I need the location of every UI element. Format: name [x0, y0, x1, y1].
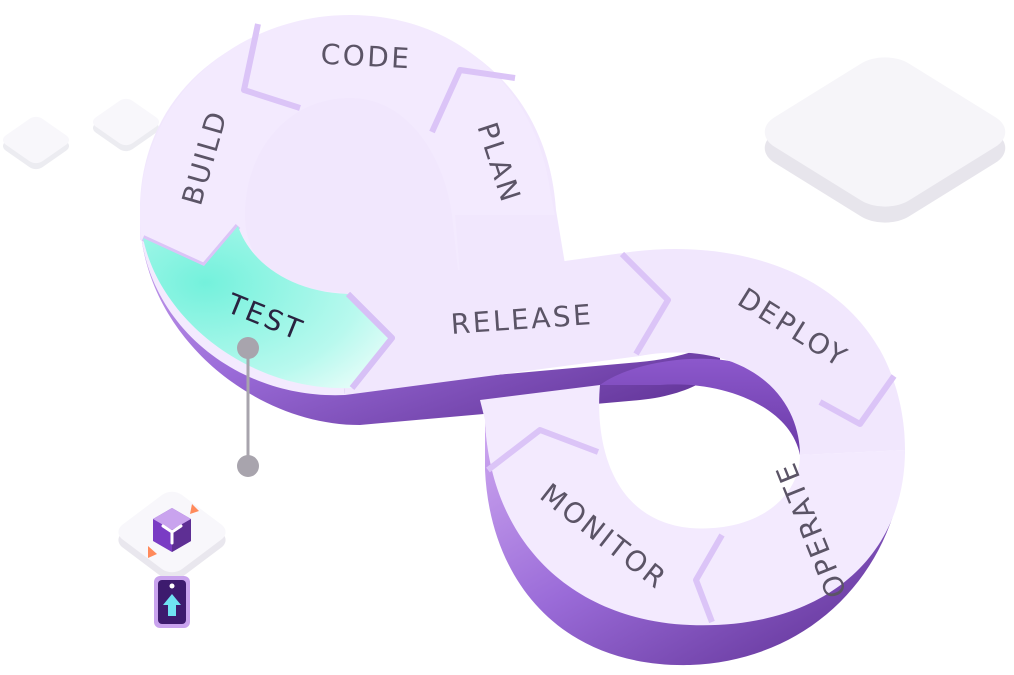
- cube-icon: [148, 504, 199, 558]
- separator-release-deploy: [619, 251, 671, 356]
- stage-label-code: CODE: [320, 38, 412, 76]
- plan-connector: [455, 215, 566, 275]
- pin-top-dot: [237, 337, 259, 359]
- test-stage-edge: [345, 291, 395, 390]
- decor-tile-large: [764, 57, 1006, 223]
- separator-deploy-operate: [818, 374, 897, 427]
- right-hole-wall: [600, 358, 807, 455]
- left-lobe-wall: [140, 215, 720, 425]
- decorative-tiles: [2, 57, 1006, 223]
- decor-tile-small-left: [2, 116, 70, 170]
- separator-code-plan: [429, 67, 516, 134]
- pin-bottom-dot: [237, 455, 259, 477]
- separator-monitor-release: [486, 427, 600, 473]
- release-band: [340, 248, 905, 455]
- separator-operate-monitor: [693, 533, 725, 624]
- decor-tile-small-right: [92, 98, 160, 152]
- test-stage-highlight: [143, 226, 392, 389]
- cube-tile: [118, 491, 226, 581]
- separator-build-code: [241, 23, 301, 111]
- upload-arrow-icon: [154, 576, 190, 628]
- test-pin: [237, 337, 259, 477]
